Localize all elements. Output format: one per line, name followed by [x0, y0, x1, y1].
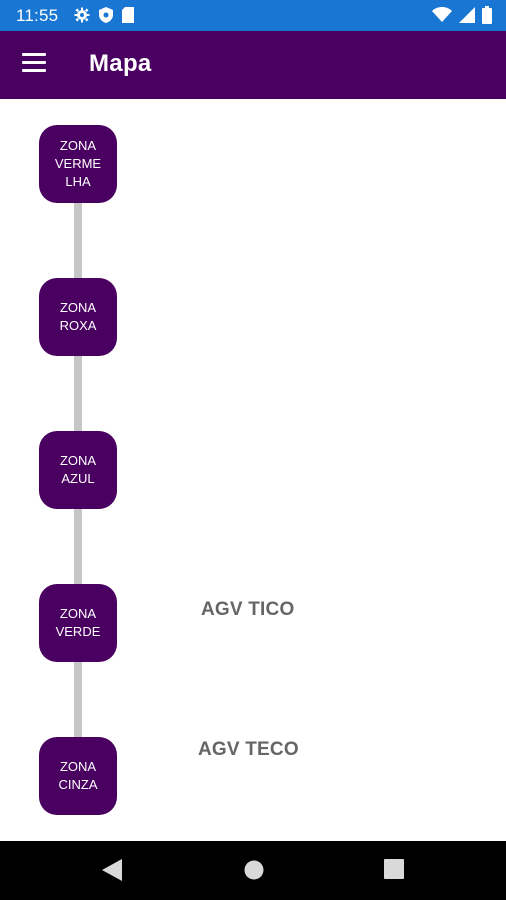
- hamburger-menu-icon[interactable]: [22, 53, 48, 77]
- back-icon[interactable]: [102, 859, 122, 881]
- zone-connector: [74, 203, 82, 279]
- gear-icon: [74, 7, 90, 23]
- recents-icon[interactable]: [384, 859, 404, 879]
- home-icon[interactable]: [243, 859, 265, 881]
- app-bar: Mapa: [0, 31, 506, 99]
- wifi-icon: [432, 7, 452, 22]
- status-bar: 11:55: [0, 0, 506, 31]
- zone-azul[interactable]: ZONA AZUL: [39, 431, 117, 509]
- status-time: 11:55: [16, 6, 59, 25]
- map-view: ZONA VERME LHA ZONA ROXA ZONA AZUL ZONA …: [0, 99, 506, 841]
- shield-icon: [99, 7, 113, 23]
- sd-card-icon: [122, 7, 134, 23]
- zone-connector: [74, 356, 82, 432]
- zone-roxa[interactable]: ZONA ROXA: [39, 278, 117, 356]
- zone-label: ZONA VERDE: [55, 606, 101, 639]
- zone-cinza[interactable]: ZONA CINZA: [39, 737, 117, 815]
- signal-icon: [459, 7, 475, 23]
- zone-label: ZONA CINZA: [58, 759, 98, 792]
- page-title: Mapa: [89, 50, 152, 77]
- zone-label: ZONA AZUL: [59, 453, 97, 486]
- status-icons-right: [432, 6, 492, 24]
- battery-icon: [482, 6, 492, 24]
- system-nav-bar: [0, 841, 506, 900]
- zone-connector: [74, 509, 82, 585]
- zone-vermelha[interactable]: ZONA VERME LHA: [39, 125, 117, 203]
- agv-teco-label: AGV TECO: [198, 739, 299, 760]
- zone-verde[interactable]: ZONA VERDE: [39, 584, 117, 662]
- status-icons-left: [74, 7, 134, 23]
- zone-connector: [74, 662, 82, 738]
- zone-label: ZONA ROXA: [59, 300, 97, 333]
- zone-label: ZONA VERME LHA: [54, 138, 102, 189]
- agv-tico-label: AGV TICO: [201, 599, 295, 620]
